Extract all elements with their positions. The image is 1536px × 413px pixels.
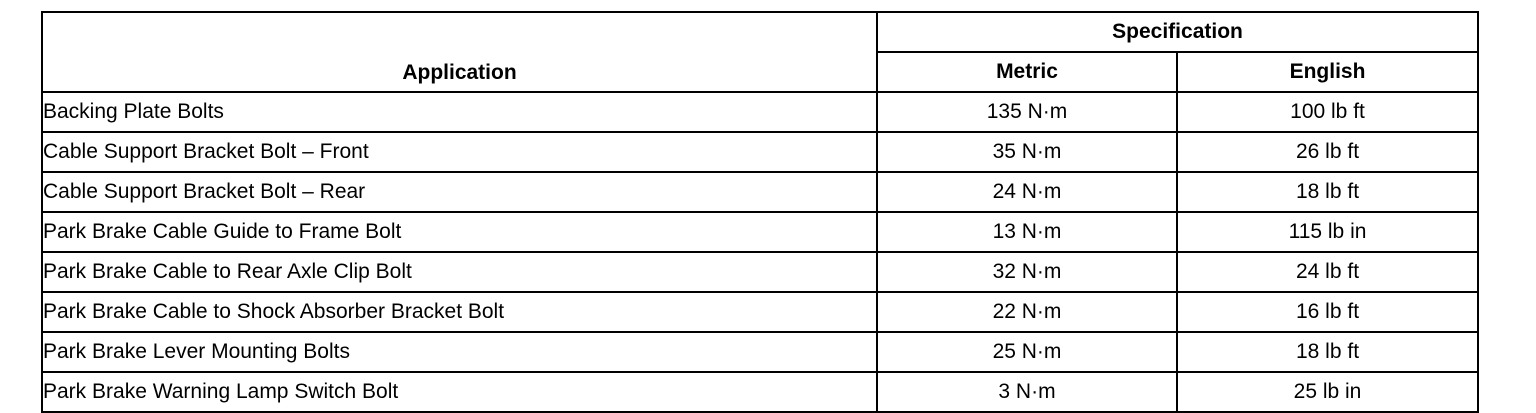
table-row: Cable Support Bracket Bolt – Rear 24 N·m… [41,171,1480,213]
application-cell: Park Brake Cable to Rear Axle Clip Bolt [41,251,878,293]
table-row: Park Brake Warning Lamp Switch Bolt 3 N·… [41,371,1480,413]
table-subheader-row: Metric English [42,51,1480,93]
table-header-row: Application Specification [41,11,1480,93]
application-cell: Park Brake Cable to Shock Absorber Brack… [41,291,878,333]
table-row: Cable Support Bracket Bolt – Front 35 N·… [41,131,1480,173]
application-cell: Cable Support Bracket Bolt – Front [41,131,878,173]
metric-cell: 3 N·m [876,371,1178,413]
application-column-header: Application [41,11,878,93]
application-cell: Park Brake Cable Guide to Frame Bolt [41,211,878,253]
application-cell: Cable Support Bracket Bolt – Rear [41,171,878,213]
english-cell: 100 lb ft [1175,91,1480,133]
table-row: Park Brake Lever Mounting Bolts 25 N·m 1… [41,331,1480,373]
metric-cell: 22 N·m [876,291,1178,333]
metric-cell: 25 N·m [876,331,1178,373]
english-cell: 115 lb in [1175,211,1480,253]
english-cell: 25 lb in [1175,371,1480,413]
metric-column-header: Metric [876,51,1178,93]
metric-cell: 35 N·m [876,131,1178,173]
application-cell: Park Brake Warning Lamp Switch Bolt [41,371,878,413]
table-row: Backing Plate Bolts 135 N·m 100 lb ft [41,91,1480,133]
application-cell: Backing Plate Bolts [41,91,878,133]
english-cell: 24 lb ft [1175,251,1480,293]
fastener-specification-table: Application Specification Metric English… [41,11,1480,413]
metric-cell: 32 N·m [876,251,1178,293]
english-cell: 18 lb ft [1175,331,1480,373]
metric-cell: 135 N·m [876,91,1178,133]
table-row: Park Brake Cable Guide to Frame Bolt 13 … [41,211,1480,253]
specification-column-header: Specification [875,11,1480,53]
table-row: Park Brake Cable to Shock Absorber Brack… [41,291,1480,333]
english-cell: 26 lb ft [1175,131,1480,173]
english-column-header: English [1175,51,1480,93]
english-cell: 18 lb ft [1175,171,1480,213]
application-cell: Park Brake Lever Mounting Bolts [41,331,878,373]
english-cell: 16 lb ft [1175,291,1480,333]
metric-cell: 13 N·m [876,211,1178,253]
table-row: Park Brake Cable to Rear Axle Clip Bolt … [41,251,1480,293]
metric-cell: 24 N·m [876,171,1178,213]
